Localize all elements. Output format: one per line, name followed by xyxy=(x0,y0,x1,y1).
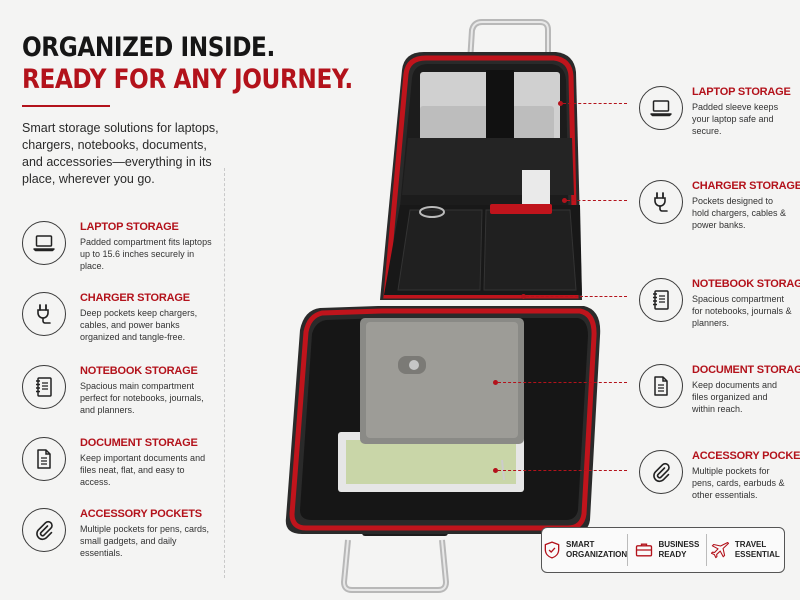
connector-line xyxy=(498,470,627,471)
feature-desc: Spacious compartment for notebooks, jour… xyxy=(692,294,792,328)
feature-title: NOTEBOOK STORAGE xyxy=(80,365,198,377)
headline-line-2: READY FOR ANY JOURNEY. xyxy=(22,64,353,95)
paperclip-icon xyxy=(639,450,683,494)
feature-desc: Multiple pockets for pens, cards, earbud… xyxy=(692,466,785,500)
column-divider xyxy=(224,168,225,578)
laptop-icon xyxy=(639,86,683,130)
connector-line xyxy=(563,103,627,104)
badge-line-2: READY xyxy=(658,550,687,559)
connector-line xyxy=(526,296,627,297)
paperclip-icon xyxy=(22,508,66,552)
feature-laptop-storage: LAPTOP STORAGE Padded compartment fits l… xyxy=(22,221,215,272)
document-icon xyxy=(639,364,683,408)
badge-line-1: BUSINESS xyxy=(658,540,700,549)
feature-right-document-storage: DOCUMENT STORAGE Keep documents and file… xyxy=(639,364,800,415)
feature-desc: Pockets designed to hold chargers, cable… xyxy=(692,196,787,230)
feature-document-storage: DOCUMENT STORAGE Keep important document… xyxy=(22,437,215,488)
feature-desc: Padded compartment fits laptops up to 15… xyxy=(80,237,212,271)
feature-right-accessory-pockets: ACCESSORY POCKETS Multiple pockets for p… xyxy=(639,450,800,501)
feature-title: CHARGER STORAGE xyxy=(692,180,800,192)
feature-desc: Deep pockets keep chargers, cables, and … xyxy=(80,308,198,342)
shield-check-icon xyxy=(542,540,562,560)
badge-line-2: ESSENTIAL xyxy=(734,550,780,559)
connector-dot xyxy=(493,468,498,473)
feature-desc: Multiple pockets for pens, cards, small … xyxy=(80,524,210,558)
notebook-icon xyxy=(639,278,683,322)
headline: ORGANIZED INSIDE. READY FOR ANY JOURNEY. xyxy=(22,32,407,96)
feature-desc: Padded sleeve keeps your laptop safe and… xyxy=(692,102,779,136)
badge-line-2: ORGANIZATION xyxy=(566,550,628,559)
connector-dot xyxy=(558,101,563,106)
badge-line-1: SMART xyxy=(566,540,595,549)
connector-dot xyxy=(521,294,526,299)
feature-title: NOTEBOOK STORAGE xyxy=(692,278,800,290)
brand-tag xyxy=(522,170,550,206)
feature-right-notebook-storage: NOTEBOOK STORAGE Spacious compartment fo… xyxy=(639,278,800,329)
document-icon xyxy=(22,437,66,481)
connector-dot xyxy=(493,380,498,385)
connector-dot xyxy=(562,198,567,203)
connector-line xyxy=(567,200,627,201)
feature-title: ACCESSORY POCKETS xyxy=(80,508,202,520)
feature-charger-storage: CHARGER STORAGE Deep pockets keep charge… xyxy=(22,292,215,343)
feature-title: ACCESSORY POCKETS xyxy=(692,450,800,462)
feature-title: LAPTOP STORAGE xyxy=(692,86,791,98)
feature-notebook-storage: NOTEBOOK STORAGE Spacious main compartme… xyxy=(22,365,215,416)
plug-icon xyxy=(22,292,66,336)
feature-title: LAPTOP STORAGE xyxy=(80,221,179,233)
connector-line xyxy=(498,382,627,383)
briefcase-icon xyxy=(634,540,654,560)
laptop-icon xyxy=(22,221,66,265)
feature-right-charger-storage: CHARGER STORAGE Pockets designed to hold… xyxy=(639,180,800,231)
headline-line-1: ORGANIZED INSIDE. xyxy=(22,32,275,63)
feature-desc: Keep documents and files organized and w… xyxy=(692,380,778,414)
feature-title: CHARGER STORAGE xyxy=(80,292,190,304)
headline-underline xyxy=(22,105,110,107)
feature-desc: Spacious main compartment perfect for no… xyxy=(80,381,204,415)
badge-line-1: TRAVEL xyxy=(734,540,767,549)
feature-title: DOCUMENT STORAGE xyxy=(80,437,198,449)
feature-right-laptop-storage: LAPTOP STORAGE Padded sleeve keeps your … xyxy=(639,86,792,137)
feature-desc: Keep important documents and files neat,… xyxy=(80,453,206,487)
notebook-icon xyxy=(22,365,66,409)
intro-text: Smart storage solutions for laptops, cha… xyxy=(22,121,219,186)
feature-accessory-pockets: ACCESSORY POCKETS Multiple pockets for p… xyxy=(22,508,215,559)
feature-title: DOCUMENT STORAGE xyxy=(692,364,800,376)
plug-icon xyxy=(639,180,683,224)
airplane-icon xyxy=(711,540,731,560)
bottom-handle xyxy=(340,539,450,593)
